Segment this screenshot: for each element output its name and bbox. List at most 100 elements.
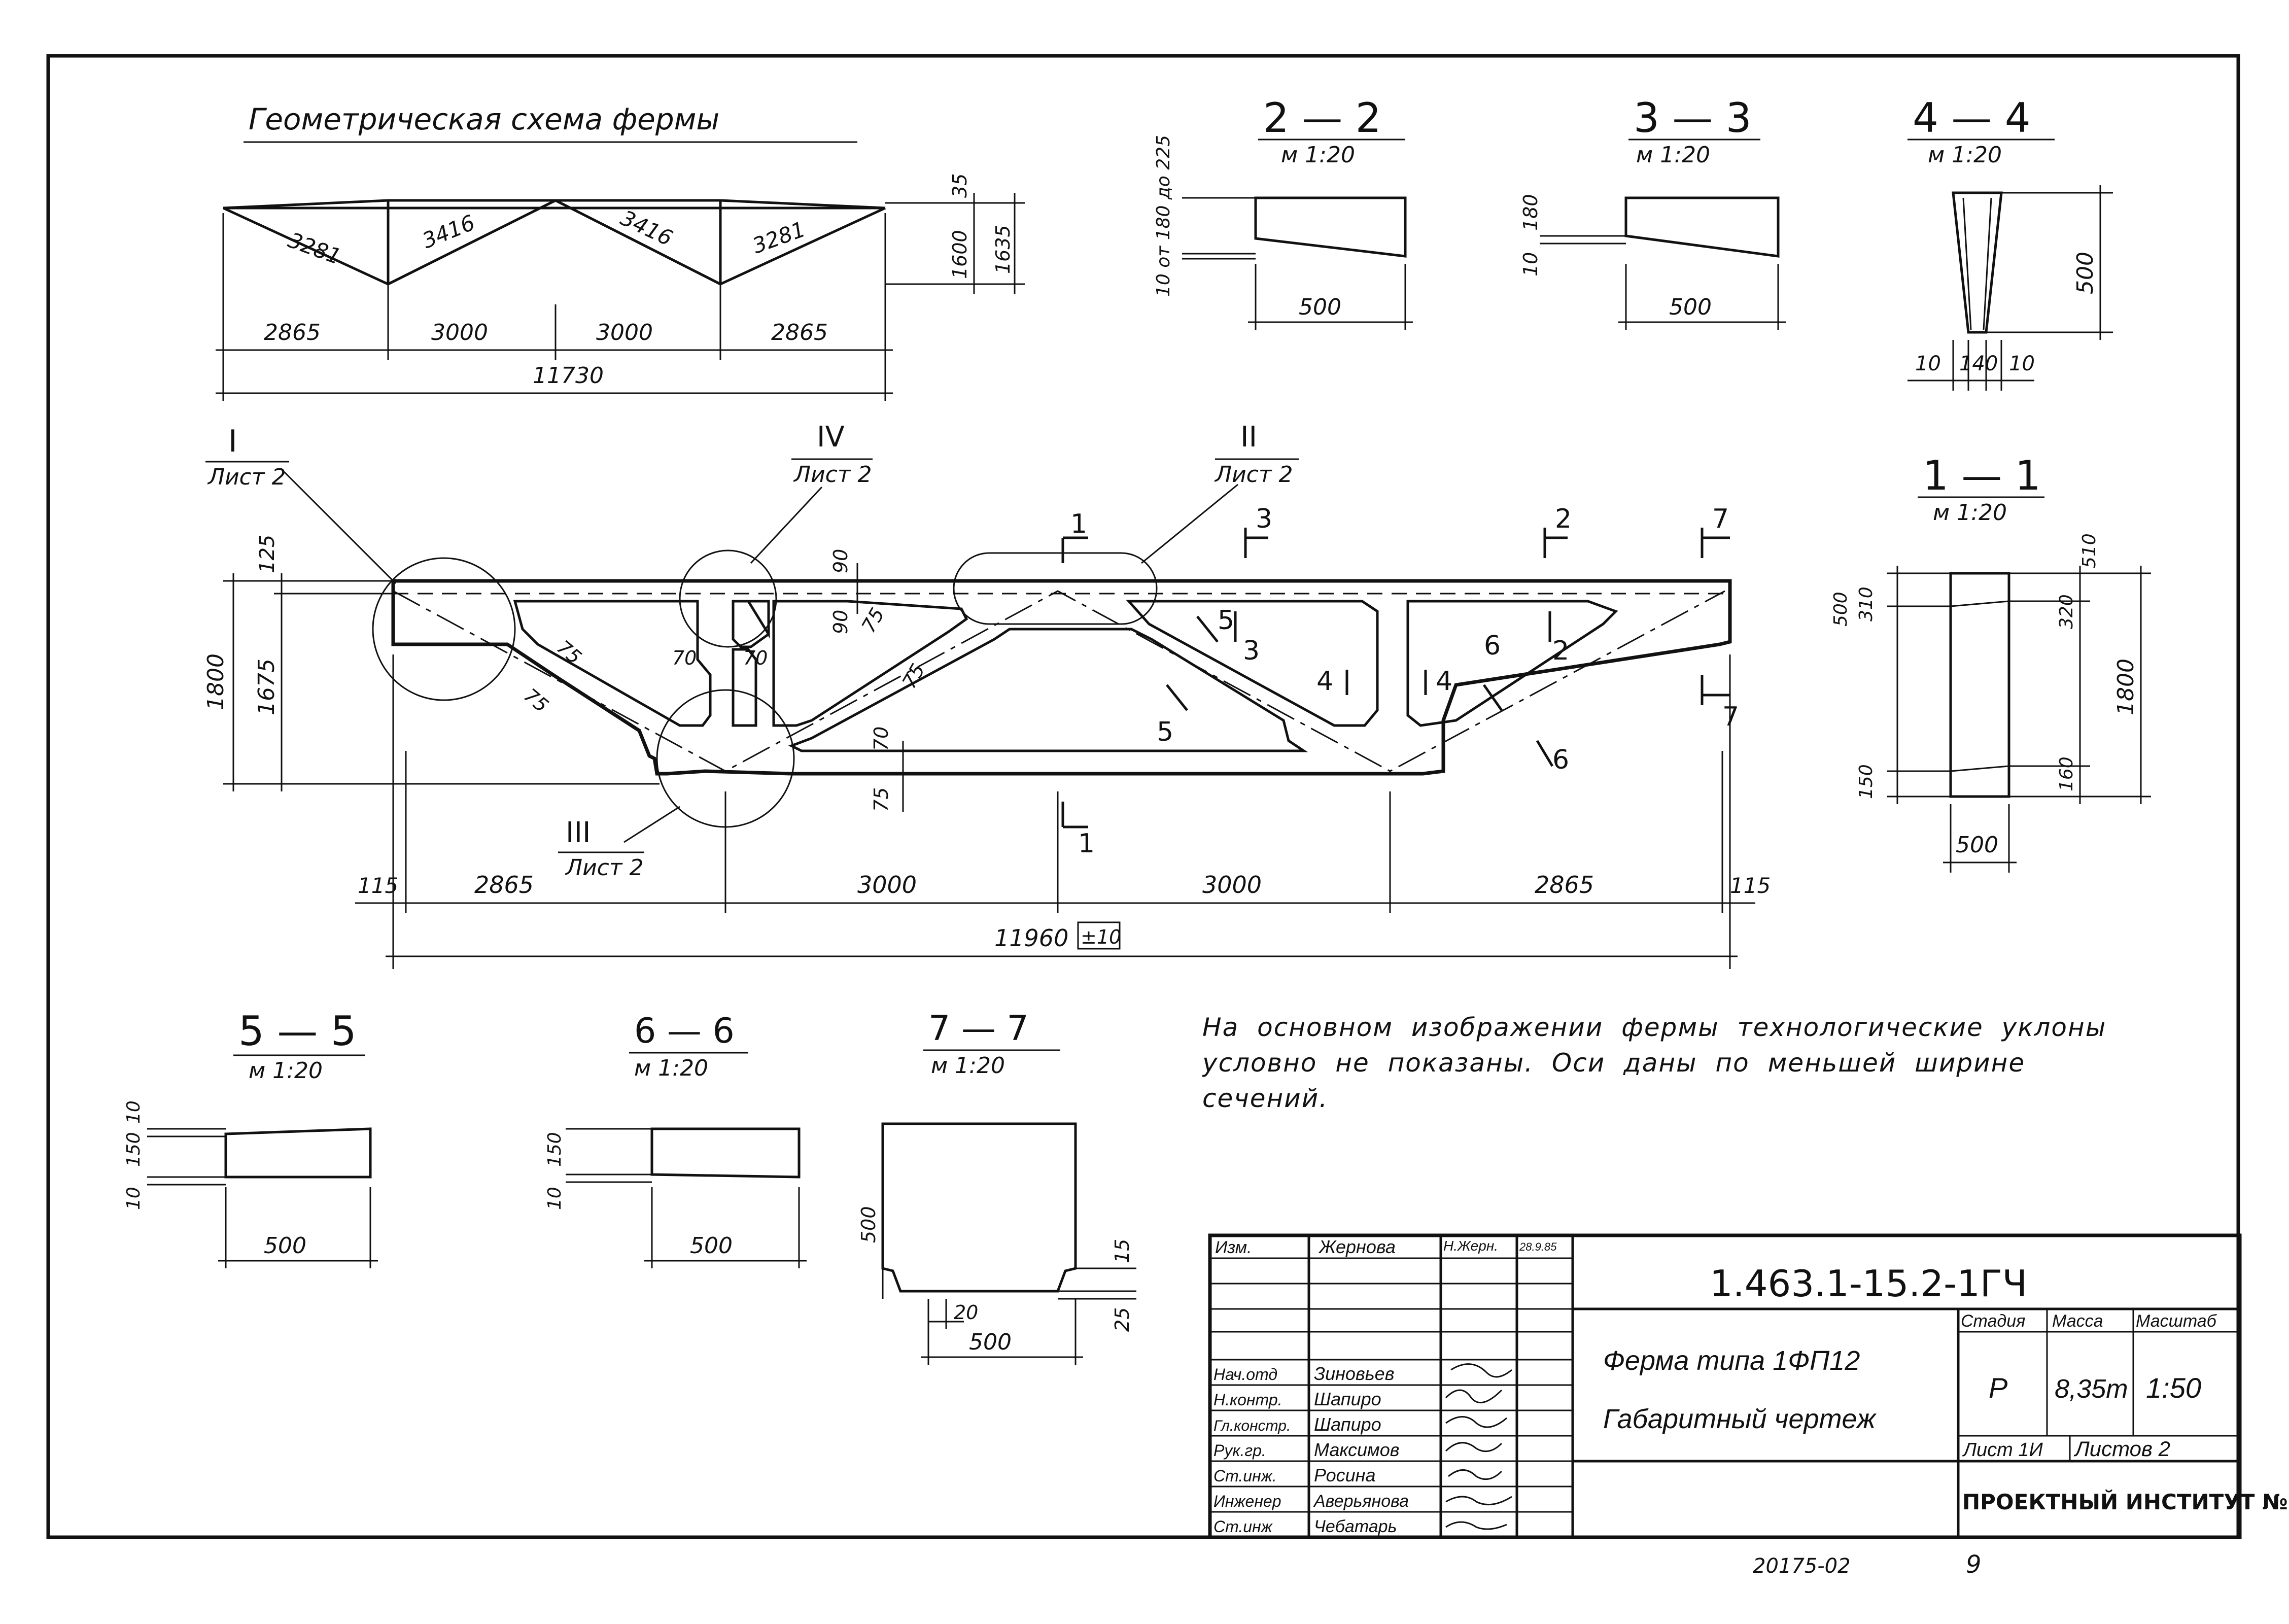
footer-inv: 20175-02 xyxy=(1753,1554,1851,1578)
truss-dim-75b: 75 xyxy=(519,684,552,717)
cut-label-6-bottom: 6 xyxy=(1552,745,1569,775)
tb-stage-h: Стадия xyxy=(1961,1311,2025,1331)
scheme-member-1: 3281 xyxy=(285,227,344,269)
tb-role-3: Рук.гр. xyxy=(1213,1441,1266,1460)
scheme-panel-1: 2865 xyxy=(264,320,321,345)
truss-dim-70a: 70 xyxy=(672,647,697,669)
section-1-1-scale: м 1:20 xyxy=(1933,500,2007,526)
tb-name-6: Чебатарь xyxy=(1314,1517,1397,1536)
tb-izm: Изм. xyxy=(1215,1238,1252,1257)
truss-bottom-3000-left: 3000 xyxy=(857,871,917,899)
section-1-1-width: 500 xyxy=(1956,832,1998,858)
section-7-7-d1: 15 xyxy=(1111,1239,1133,1263)
opening-6 xyxy=(788,628,1308,752)
section-1-1-left2: 310 xyxy=(1856,586,1877,621)
cut-label-2-inner: 2 xyxy=(1552,636,1569,666)
truss-dim-75a: 75 xyxy=(552,636,585,669)
tb-role-4: Ст.инж. xyxy=(1213,1467,1277,1485)
truss-bottom-2865-right: 2865 xyxy=(1535,871,1594,899)
section-3-3-scale: м 1:20 xyxy=(1636,142,1710,168)
tb-role-2: Гл.констр. xyxy=(1213,1418,1291,1434)
cut-label-7-bottom: 7 xyxy=(1722,702,1739,732)
section-3-3: 3 — 3 м 1:20 180 10 500 xyxy=(1519,94,1786,330)
section-7-7-d2: 25 xyxy=(1111,1307,1133,1332)
section-5-5-width: 500 xyxy=(264,1233,306,1259)
section-7-7: 7 — 7 м 1:20 500 15 25 20 500 xyxy=(857,1009,1136,1365)
tb-name-0: Зиновьев xyxy=(1314,1363,1394,1384)
truss-bottom-2865-left: 2865 xyxy=(474,871,534,899)
section-4-4-title: 4 — 4 xyxy=(1913,94,2031,142)
section-5-5: 5 — 5 м 1:20 10 150 10 500 xyxy=(123,1008,378,1268)
tb-name-1: Шапиро xyxy=(1314,1389,1381,1409)
tb-rev-date: 28.9.85 xyxy=(1519,1240,1557,1253)
section-4-4-w2: 140 xyxy=(1959,352,1998,375)
tb-name-2: Шапиро xyxy=(1314,1414,1381,1435)
truss-dim-70c: 70 xyxy=(870,727,892,751)
cut-label-5-bottom: 5 xyxy=(1157,717,1173,747)
section-1-1-left3: 150 xyxy=(1856,764,1877,799)
opening-1 xyxy=(513,600,712,727)
tb-name-5: Аверьянова xyxy=(1313,1492,1409,1511)
detail-circle-II xyxy=(953,552,1158,625)
cut-label-4-right: 4 xyxy=(1436,666,1452,697)
scheme-dim-1600: 1600 xyxy=(949,230,971,279)
section-5-5-d2: 150 xyxy=(123,1132,144,1167)
truss-dim-1675: 1675 xyxy=(254,659,280,715)
tb-name-3: Максимов xyxy=(1314,1439,1400,1460)
section-5-5-d3: 10 xyxy=(123,1187,144,1210)
tb-role-6: Ст.инж xyxy=(1213,1517,1273,1536)
geometric-scheme: Геометрическая схема фермы 3281 3416 341… xyxy=(216,102,1025,401)
section-5-5-scale: м 1:20 xyxy=(249,1058,323,1084)
section-7-7-height: 500 xyxy=(857,1206,880,1243)
opening-8 xyxy=(1406,600,1618,727)
callout-III-num: III xyxy=(566,816,591,849)
cut-label-3-top: 3 xyxy=(1256,504,1272,534)
section-1-1-height: 1800 xyxy=(2113,659,2139,715)
section-5-5-title: 5 — 5 xyxy=(238,1008,357,1055)
opening-4 xyxy=(772,600,968,727)
drawing-frame xyxy=(46,54,2240,1539)
tb-doc: Габаритный чертеж xyxy=(1603,1404,1877,1434)
tb-rev-sign: Н.Жерн. xyxy=(1443,1238,1498,1254)
scheme-member-2: 3416 xyxy=(419,210,478,253)
cut-label-2-top: 2 xyxy=(1555,504,1572,534)
section-4-4: 4 — 4 м 1:20 500 10 140 10 xyxy=(1908,94,2113,391)
section-1-1-right1: 320 xyxy=(2056,594,2077,629)
truss-dim-125: 125 xyxy=(256,535,279,573)
tb-role-5: Инженер xyxy=(1213,1492,1281,1510)
section-1-1-left1: 500 xyxy=(1830,592,1851,627)
tb-scale: 1:50 xyxy=(2146,1372,2201,1404)
scheme-member-3: 3416 xyxy=(617,205,677,251)
section-1-1-title: 1 — 1 xyxy=(1923,452,2041,499)
truss-dim-70b: 70 xyxy=(743,647,768,669)
scheme-dim-1635: 1635 xyxy=(992,225,1014,274)
tb-org: ПРОЕКТНЫЙ ИНСТИТУТ №1 xyxy=(1962,1489,2289,1514)
tb-code: 1.463.1-15.2-1ГЧ xyxy=(1710,1262,2027,1305)
truss-dim-90a: 90 xyxy=(829,549,852,573)
scheme-total: 11730 xyxy=(533,363,604,389)
truss-bottom-115-left: 115 xyxy=(358,873,398,898)
section-6-6-scale: м 1:20 xyxy=(634,1055,708,1081)
scheme-panel-2: 3000 xyxy=(431,320,488,345)
opening-3 xyxy=(746,600,770,639)
section-4-4-w3: 10 xyxy=(2009,352,2035,375)
callout-I-sheet: Лист 2 xyxy=(207,464,286,490)
tb-sheet: Лист 1И xyxy=(1962,1439,2043,1461)
section-3-3-vdim1: 180 xyxy=(1519,194,1542,231)
truss-bottom-3000-right: 3000 xyxy=(1202,871,1262,899)
section-7-7-scale: м 1:20 xyxy=(931,1053,1005,1079)
tb-mass-h: Масса xyxy=(2052,1311,2103,1331)
section-2-2-vdim: 10 от 180 до 225 xyxy=(1153,135,1174,297)
truss-dim-90b: 90 xyxy=(829,610,852,634)
cut-label-1-bottom: 1 xyxy=(1078,828,1095,859)
callout-I-num: I xyxy=(228,424,237,459)
section-4-4-scale: м 1:20 xyxy=(1928,142,2002,168)
section-6-6-title: 6 — 6 xyxy=(634,1011,735,1051)
truss-bottom-115-right: 115 xyxy=(1730,873,1771,898)
detail-circle-IV xyxy=(679,549,777,648)
cut-label-6-top: 6 xyxy=(1484,631,1501,661)
section-6-6-d2: 10 xyxy=(544,1187,565,1210)
scheme-title: Геометрическая схема фермы xyxy=(249,102,719,136)
tb-scale-h: Масштаб xyxy=(2136,1311,2217,1331)
